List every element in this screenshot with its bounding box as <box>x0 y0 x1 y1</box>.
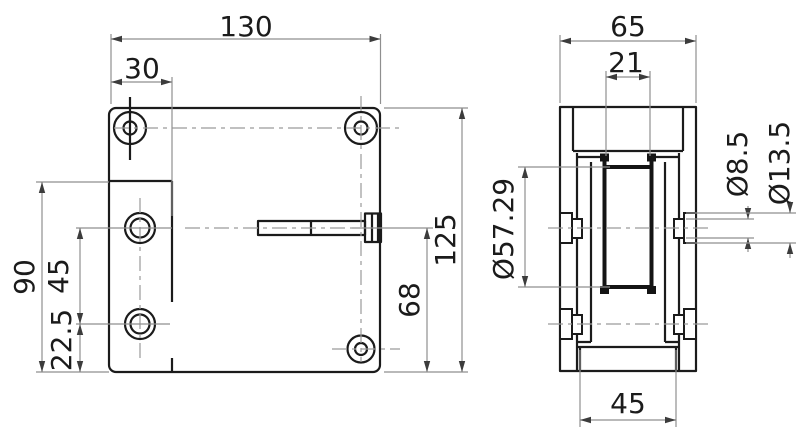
dim-clamp-height: 90 <box>8 181 109 373</box>
roller-groove <box>600 153 656 294</box>
dim-overall-width: 130 <box>110 10 382 104</box>
front-centerlines <box>76 96 404 362</box>
dim-overall-depth: 65 <box>559 10 697 103</box>
dim-label-125: 125 <box>429 213 462 266</box>
dim-bottom-hole-offset: 22.5 <box>45 309 84 372</box>
dim-label-90: 90 <box>8 259 41 295</box>
dim-axle-height: 68 <box>352 227 433 372</box>
dim-overall-height: 125 <box>384 107 468 373</box>
dim-label-13-5: Ø13.5 <box>763 121 796 205</box>
side-view: 65 21 Ø57.29 Ø8.5 Ø13.5 <box>487 10 796 427</box>
dim-label-8-5: Ø8.5 <box>721 131 754 198</box>
dim-label-45-left: 45 <box>42 258 75 294</box>
dim-label-130: 130 <box>219 10 272 43</box>
dim-groove-width: 21 <box>605 46 651 156</box>
dim-label-21: 21 <box>608 46 644 79</box>
dim-base-width: 45 <box>579 350 677 427</box>
side-centerlines <box>548 227 712 325</box>
dim-label-68: 68 <box>393 282 426 318</box>
dim-label-30: 30 <box>124 52 160 85</box>
dim-label-45-base: 45 <box>610 387 646 420</box>
dim-label-57-29: Ø57.29 <box>487 178 520 280</box>
dim-label-65: 65 <box>610 10 646 43</box>
dim-roller-diameter: Ø57.29 <box>487 166 610 288</box>
dim-hole-spacing: 45 <box>42 228 84 324</box>
dim-slot-offset: 30 <box>111 52 173 216</box>
dim-screw-head-diameter: Ø13.5 <box>686 121 796 258</box>
dim-label-22-5: 22.5 <box>45 309 78 371</box>
dim-screw-diameter: Ø8.5 <box>686 131 754 252</box>
front-view: 130 30 90 45 22.5 <box>8 10 468 374</box>
